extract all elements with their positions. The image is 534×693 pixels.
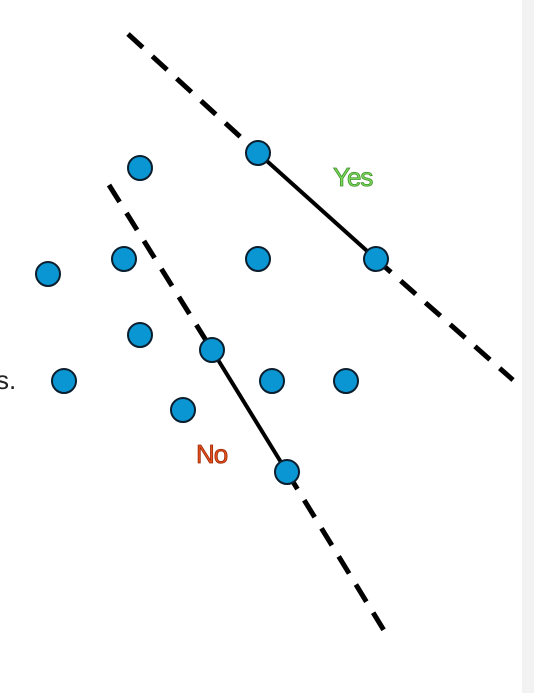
points-group <box>35 140 389 485</box>
point <box>127 155 153 181</box>
no-label: No <box>196 439 228 469</box>
point <box>245 140 271 166</box>
no-dashed-lower <box>284 470 391 639</box>
point <box>333 368 359 394</box>
yes-dashed-lower <box>374 257 515 382</box>
point <box>35 261 61 287</box>
point <box>127 322 153 348</box>
point <box>111 246 137 272</box>
stray-text-fragment: s. <box>0 365 16 395</box>
point <box>259 368 285 394</box>
side-strip <box>522 0 534 693</box>
yes-dashed-upper <box>126 32 260 155</box>
yes-label: Yes <box>333 162 373 192</box>
yes-solid-segment <box>256 151 378 261</box>
no-solid-segment <box>210 348 289 474</box>
point <box>199 337 225 363</box>
point <box>51 368 77 394</box>
no-line-group <box>106 183 391 639</box>
point <box>170 397 196 423</box>
point <box>245 246 271 272</box>
point <box>363 246 389 272</box>
point <box>274 459 300 485</box>
yes-line-group <box>126 32 515 382</box>
